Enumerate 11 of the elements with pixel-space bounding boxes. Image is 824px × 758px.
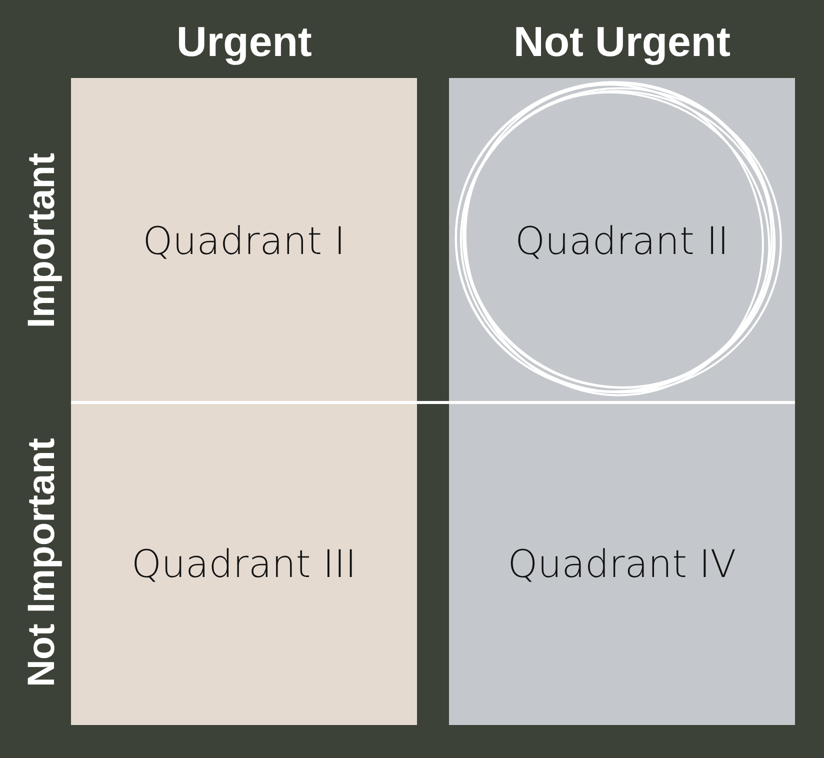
column-heading: Not Urgent bbox=[514, 18, 730, 66]
row-heading: Important bbox=[20, 152, 64, 328]
quadrant-label: Quadrant I bbox=[142, 218, 346, 262]
quadrant-panel bbox=[71, 78, 417, 403]
quadrant-label: Quadrant II bbox=[515, 218, 729, 262]
quadrant-panel bbox=[71, 403, 417, 725]
quadrant-panel bbox=[449, 403, 795, 725]
quadrant-label: Quadrant III bbox=[132, 542, 356, 586]
row-heading: Not Important bbox=[20, 437, 64, 687]
quadrant-label: Quadrant IV bbox=[508, 542, 736, 586]
column-heading: Urgent bbox=[176, 18, 312, 66]
